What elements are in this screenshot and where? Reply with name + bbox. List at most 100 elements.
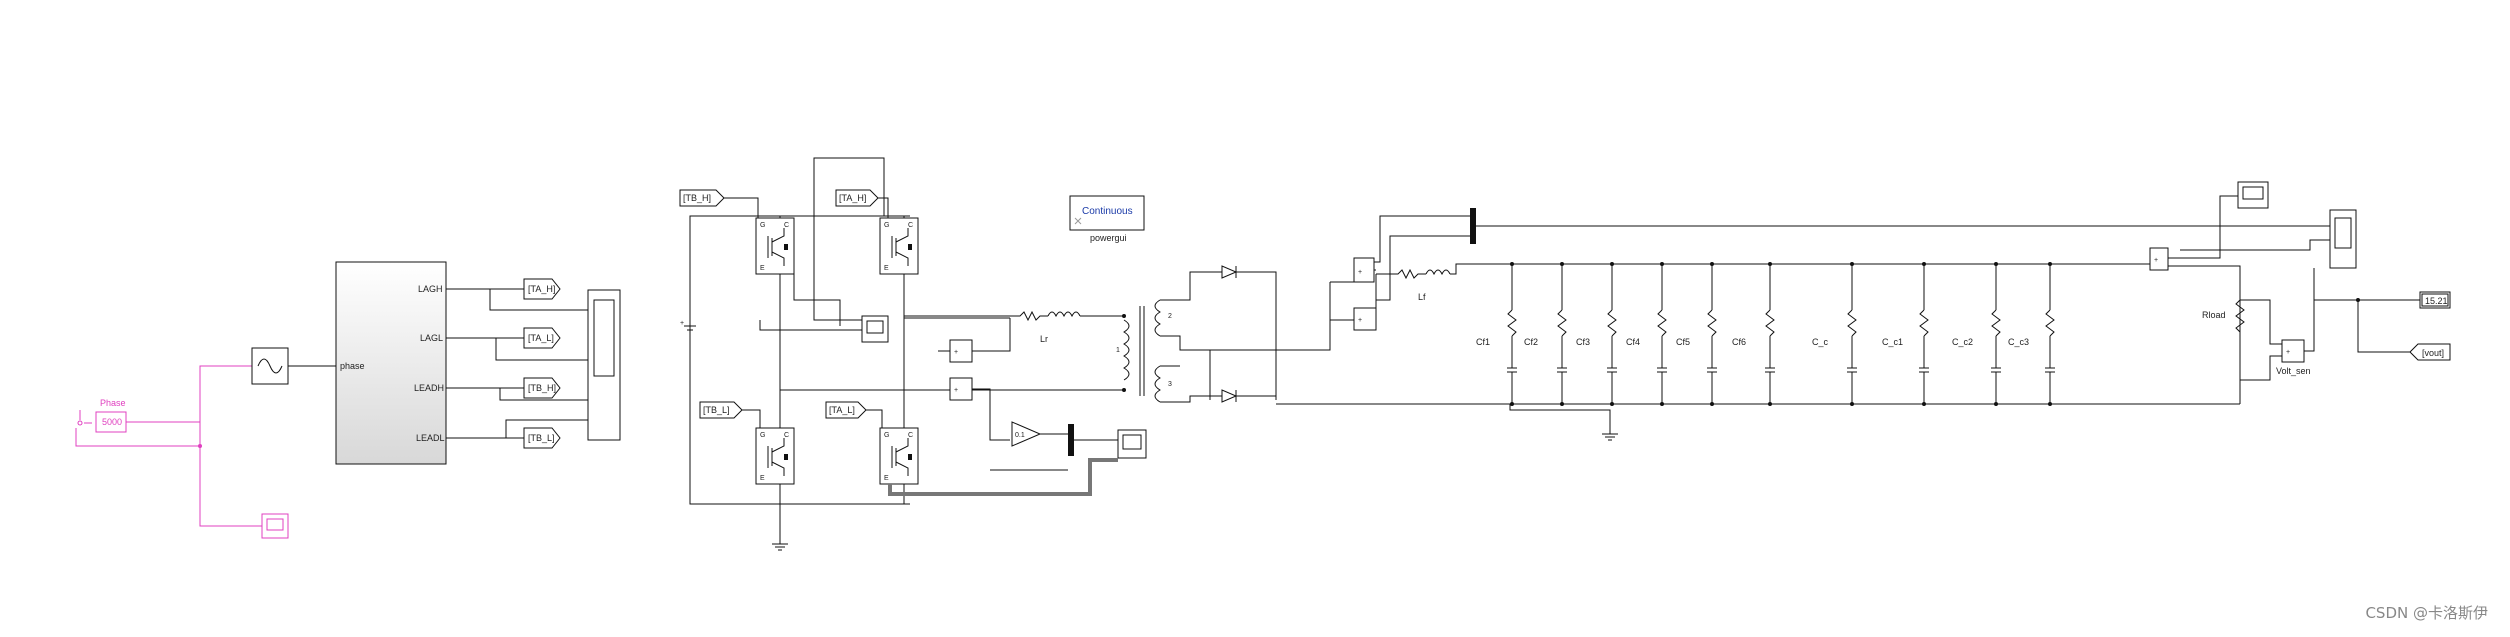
mux-bar-1: [1068, 424, 1074, 456]
source-ports-icon: [77, 410, 92, 426]
vi-measure-2[interactable]: +: [1330, 274, 1377, 331]
ground-icon-bridge: [772, 540, 788, 551]
capacitor-cf3[interactable]: Cf3: [1576, 262, 1617, 406]
mux-bar-2: [1470, 208, 1476, 244]
goto-ta-l[interactable]: [TA_L]: [523, 327, 561, 349]
svg-text:+: +: [954, 387, 958, 394]
svg-text:C: C: [784, 222, 789, 229]
svg-text:E: E: [884, 265, 889, 272]
svg-text:Volt_sen: Volt_sen: [2276, 366, 2311, 376]
vi-measure-1[interactable]: +: [1353, 257, 1375, 283]
pwm-generator-block[interactable]: [251, 347, 342, 385]
svg-text:0.1: 0.1: [1015, 432, 1025, 439]
svg-text:3: 3: [1168, 381, 1172, 388]
svg-text:Lf: Lf: [1418, 292, 1426, 302]
svg-text:2: 2: [1168, 313, 1172, 320]
phase-label: Phase: [100, 398, 126, 408]
output-filter-lf[interactable]: Lf: [1376, 268, 1451, 302]
pwm-scope[interactable]: [587, 289, 621, 441]
goto-tb-h[interactable]: [TB_H]: [523, 377, 561, 399]
capacitor-c-c3[interactable]: C_c3: [2008, 262, 2055, 406]
capacitor-label: Cf5: [1676, 337, 1690, 347]
mosfet-scope[interactable]: [1117, 429, 1147, 459]
from-tb-l[interactable]: [TB_L]: [699, 401, 761, 434]
mosfet-q3[interactable]: G C E: [755, 427, 795, 485]
svg-text:C: C: [908, 432, 913, 439]
mosfet-q2[interactable]: G C E: [879, 217, 919, 275]
capacitor-label: C_c2: [1952, 337, 1973, 347]
svg-text:G: G: [884, 432, 889, 439]
phase-scope[interactable]: [261, 513, 289, 539]
goto-tb-l[interactable]: [TB_L]: [523, 427, 561, 449]
svg-text:Lr: Lr: [1040, 334, 1048, 344]
subsystem-out-leadh: LEADH: [414, 383, 444, 393]
svg-text:[TA_H]: [TA_H]: [839, 193, 866, 203]
ground-icon-output: [1602, 430, 1618, 441]
current-measure-1[interactable]: +: [938, 318, 1011, 363]
powergui-block[interactable]: Continuous powergui: [1069, 195, 1145, 243]
svg-text:C: C: [908, 222, 913, 229]
inductor-lr[interactable]: [1047, 311, 1081, 318]
svg-text:E: E: [760, 265, 765, 272]
svg-text:Rload: Rload: [2202, 310, 2226, 320]
watermark: CSDN @卡洛斯伊: [2365, 604, 2488, 622]
from-ta-l[interactable]: [TA_L]: [825, 401, 883, 434]
svg-text:[TA_H]: [TA_H]: [528, 284, 555, 294]
capacitor-cf4[interactable]: Cf4: [1626, 262, 1667, 406]
transformer[interactable]: 1 2 3: [1116, 271, 1222, 403]
from-ta-h[interactable]: [TA_H]: [835, 189, 889, 226]
svg-text:+: +: [1358, 317, 1362, 324]
from-tb-h[interactable]: [TB_H]: [679, 189, 759, 226]
display-vout[interactable]: 15.21: [2419, 291, 2451, 309]
svg-text:+: +: [680, 320, 684, 327]
capacitor-cf6[interactable]: Cf6: [1732, 262, 1775, 406]
goto-vout[interactable]: [vout]: [2409, 343, 2451, 361]
svg-text:G: G: [760, 222, 765, 229]
svg-text:+: +: [2154, 257, 2158, 264]
top-scope[interactable]: [2237, 181, 2269, 209]
phase-shift-subsystem[interactable]: phase LAGH LAGL LEADH LEADL: [335, 261, 447, 465]
resistor-rload[interactable]: Rload: [2202, 299, 2245, 333]
svg-text:+: +: [1358, 269, 1362, 276]
capacitor-c-c2[interactable]: C_c2: [1952, 262, 2001, 406]
goto-ta-h[interactable]: [TA_H]: [523, 278, 561, 300]
capacitor-label: C_c1: [1882, 337, 1903, 347]
capacitor-cf5[interactable]: Cf5: [1676, 262, 1717, 406]
subsystem-out-leadl: LEADL: [416, 433, 445, 443]
bridge-scope[interactable]: [861, 315, 889, 343]
capacitor-cf2[interactable]: Cf2: [1524, 262, 1567, 406]
capacitor-c-c[interactable]: C_c: [1812, 262, 1857, 406]
mosfet-q4[interactable]: G C E: [879, 427, 919, 485]
subsystem-out-lagl: LAGL: [420, 333, 443, 343]
phase-source-group: Phase 5000: [75, 365, 289, 539]
full-bridge-group: + [TB_H] [TA_H] [TB_L]: [679, 157, 1147, 551]
capacitor-c-c1[interactable]: C_c1: [1882, 262, 1929, 406]
svg-text:15.21: 15.21: [2425, 296, 2448, 306]
svg-text:G: G: [884, 222, 889, 229]
svg-text:Continuous: Continuous: [1082, 206, 1133, 217]
resistor-lr[interactable]: [1010, 310, 1048, 322]
dc-source[interactable]: +: [680, 318, 696, 334]
output-current-sensor[interactable]: +: [2149, 247, 2169, 271]
volt-sensor-block[interactable]: + Volt_sen: [2276, 339, 2311, 376]
output-scope[interactable]: [2329, 209, 2357, 269]
svg-text:+: +: [954, 349, 958, 356]
capacitor-label: C_c: [1812, 337, 1829, 347]
phase-value: 5000: [102, 417, 122, 427]
subsystem-out-lagh: LAGH: [418, 284, 443, 294]
svg-text:[vout]: [vout]: [2422, 348, 2444, 358]
svg-text:E: E: [760, 475, 765, 482]
mosfet-q1[interactable]: G C E: [755, 217, 795, 275]
svg-text:powergui: powergui: [1090, 233, 1127, 243]
current-measure-2[interactable]: +: [949, 377, 1010, 441]
svg-text:E: E: [884, 475, 889, 482]
resonant-tank: Lr: [904, 310, 1126, 392]
capacitor-label: Cf4: [1626, 337, 1640, 347]
subsystem-input-phase: phase: [340, 361, 365, 371]
diode-d2[interactable]: [1221, 389, 1276, 403]
capacitor-cf1[interactable]: Cf1: [1476, 262, 1517, 406]
diode-d1[interactable]: [1221, 265, 1277, 400]
gain-block[interactable]: 0.1: [1011, 421, 1068, 447]
